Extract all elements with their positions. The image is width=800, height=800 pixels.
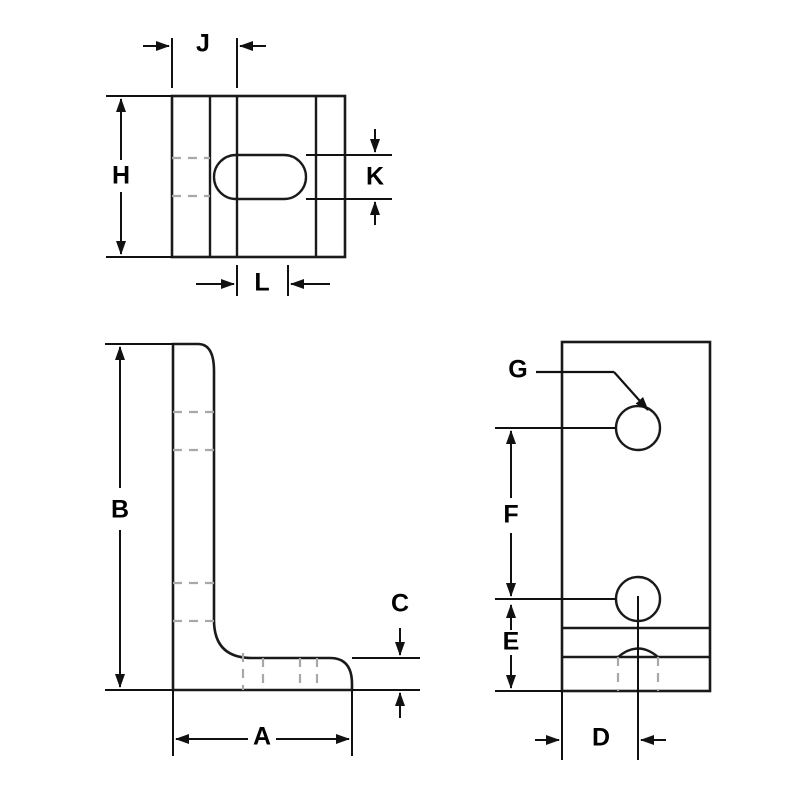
dimension-J-label: J [196,30,210,58]
dimension-H: H [106,95,172,258]
dimension-K-label: K [366,163,384,191]
dimension-B: B [105,343,173,691]
front-view: G F E D [495,340,712,760]
dimension-J: J [143,30,266,88]
dimension-L: L [196,265,330,297]
top-view: H J K L [106,30,392,297]
dimension-A: A [172,690,353,756]
dimension-D-label: D [592,724,610,752]
dimension-B-label: B [111,496,129,524]
callout-G: G [508,356,649,411]
dimension-E-label: E [503,628,520,656]
dimension-F: F [495,427,616,600]
side-profile-view: B C A [105,342,420,756]
dimension-K: K [306,129,392,225]
l-bracket-outline [171,342,354,692]
dimension-E: E [495,604,562,692]
slot-obround [212,153,308,201]
callout-G-label: G [508,356,527,384]
dimension-L-label: L [254,269,269,297]
dimension-F-label: F [503,501,518,529]
dimension-D: D [535,691,666,760]
dimension-H-label: H [112,162,130,190]
dimension-C: C [352,590,420,718]
front-view-outline [560,340,712,693]
top-view-outline [170,94,347,259]
dimension-A-label: A [253,723,271,751]
dimension-C-label: C [391,590,409,618]
callout-G-leader-diagonal [613,371,649,411]
